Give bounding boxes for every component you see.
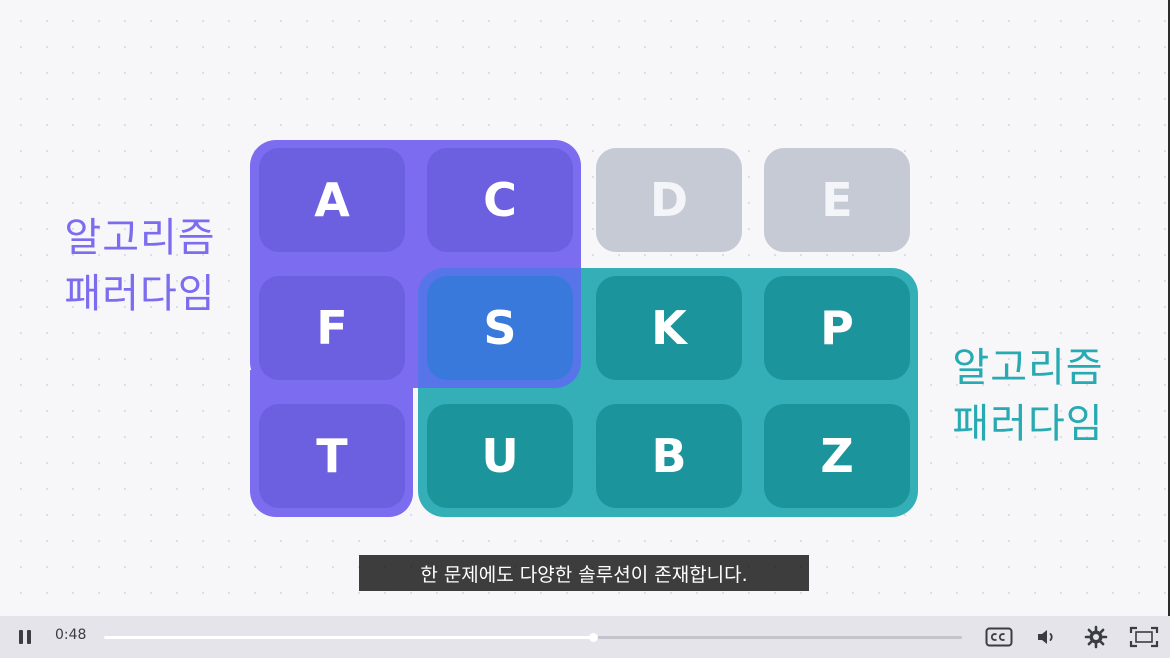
tile-d: D [596,148,742,252]
tile-t: T [259,404,405,508]
volume-icon [1038,630,1053,644]
caption-text: 한 문제에도 다양한 솔루션이 존재합니다. [359,555,809,591]
video-viewport[interactable]: A C D E F S K P T U B Z 알고리즘 패러다임 알고리즘 패… [0,0,1170,616]
tile-a: A [259,148,405,252]
tile-e: E [764,148,910,252]
gear-icon [1084,625,1108,649]
pause-icon [19,630,31,644]
fullscreen-icon [1129,626,1159,648]
progress-fill [104,636,594,639]
tile-s: S [427,276,573,380]
pause-button[interactable] [12,626,38,648]
tile-f: F [259,276,405,380]
tile-z: Z [764,404,910,508]
algorithm-paradigm-label-left: 알고리즘 패러다임 [64,215,216,317]
tile-b: B [596,404,742,508]
player-controls: 0:48 [0,616,1170,658]
fullscreen-button[interactable] [1128,624,1160,650]
progress-handle[interactable] [589,633,599,642]
captions-button[interactable] [984,625,1014,649]
algorithm-paradigm-label-right: 알고리즘 패러다임 [952,345,1104,447]
settings-button[interactable] [1082,624,1110,650]
tile-k: K [596,276,742,380]
tile-c: C [427,148,573,252]
cc-icon [985,627,1013,647]
current-time: 0:48 [55,627,87,643]
tile-p: P [764,276,910,380]
tile-u: U [427,404,573,508]
frame-edge [1168,0,1170,616]
volume-button[interactable] [1034,625,1060,649]
progress-bar[interactable] [104,633,962,642]
